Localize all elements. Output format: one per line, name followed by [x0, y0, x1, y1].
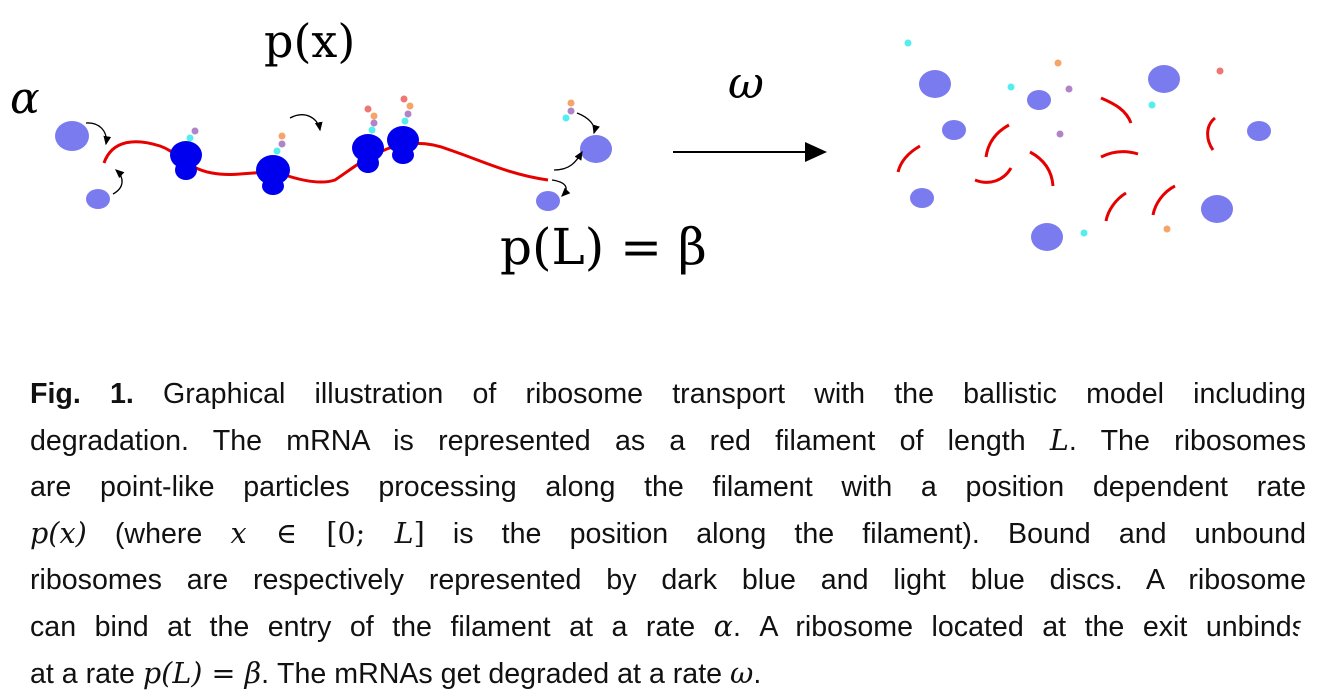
- caption-line: p(x) (where x ∈ [0; L] is the position a…: [30, 516, 1306, 550]
- trna-dot: [1056, 130, 1064, 138]
- figure-number: Fig. 1.: [30, 378, 134, 410]
- caption-line: Fig. 1. Graphical illustration of riboso…: [30, 378, 1306, 410]
- trna-dot: [1080, 229, 1088, 237]
- release-arrow: [576, 112, 600, 135]
- trna-dot: [1148, 101, 1156, 109]
- pl-beta-label: p(L) = β: [500, 218, 707, 276]
- caption-line: are point-like particles processing alon…: [30, 471, 1306, 503]
- alpha-label: α: [10, 73, 40, 124]
- trna-dot: [1065, 85, 1073, 93]
- omega-label: ω: [728, 58, 764, 109]
- unbinding-arrow: [553, 150, 583, 171]
- unbound-ribosome: [942, 120, 966, 140]
- trna-dot: [1163, 225, 1171, 233]
- released-ribosome: [562, 99, 612, 163]
- caption-line: can bind at the entry of the filament at…: [30, 609, 1306, 643]
- trna-dot: [1054, 59, 1062, 67]
- caption-line: at a rate p(L) = β. The mRNAs get degrad…: [30, 656, 762, 690]
- trna-dot: [1007, 83, 1015, 91]
- unbound-ribosome: [86, 189, 110, 209]
- ribosome-transport-figure: α p(x) ω p(L) = β: [0, 0, 1319, 320]
- unbound-ribosome: [910, 188, 934, 208]
- binding-arrow: [85, 122, 112, 146]
- unbound-ribosome: [1027, 90, 1051, 110]
- bound-ribosome: [387, 95, 419, 164]
- figure-illustration: [55, 39, 1271, 251]
- figure-caption: Fig. 1. Graphical illustration of riboso…: [30, 371, 1306, 697]
- page-corner-fold: [1285, 536, 1319, 696]
- unbound-ribosome: [55, 121, 89, 151]
- unbound-ribosome: [1201, 195, 1233, 223]
- caption-line: ribosomes are respectively represented b…: [30, 564, 1306, 596]
- bound-ribosome: [256, 132, 290, 195]
- translocation-arrow: [289, 114, 323, 132]
- unbinding-arrow: [551, 179, 571, 197]
- mrna-fragments: [896, 96, 1217, 222]
- bound-ribosome: [352, 105, 384, 173]
- px-label: p(x): [264, 14, 356, 68]
- unbound-ribosome: [919, 70, 951, 98]
- trna-dot: [1216, 67, 1224, 75]
- unbound-ribosome: [1247, 121, 1271, 141]
- mrna-filament: [102, 140, 549, 184]
- trna-dot: [904, 39, 912, 47]
- caption-line: degradation. The mRNA is represented as …: [30, 423, 1307, 457]
- unbound-ribosome: [1148, 65, 1180, 93]
- bound-ribosome: [170, 127, 202, 180]
- unbound-ribosome: [1031, 223, 1063, 251]
- binding-arrow: [112, 169, 125, 195]
- unbound-ribosome: [536, 191, 560, 211]
